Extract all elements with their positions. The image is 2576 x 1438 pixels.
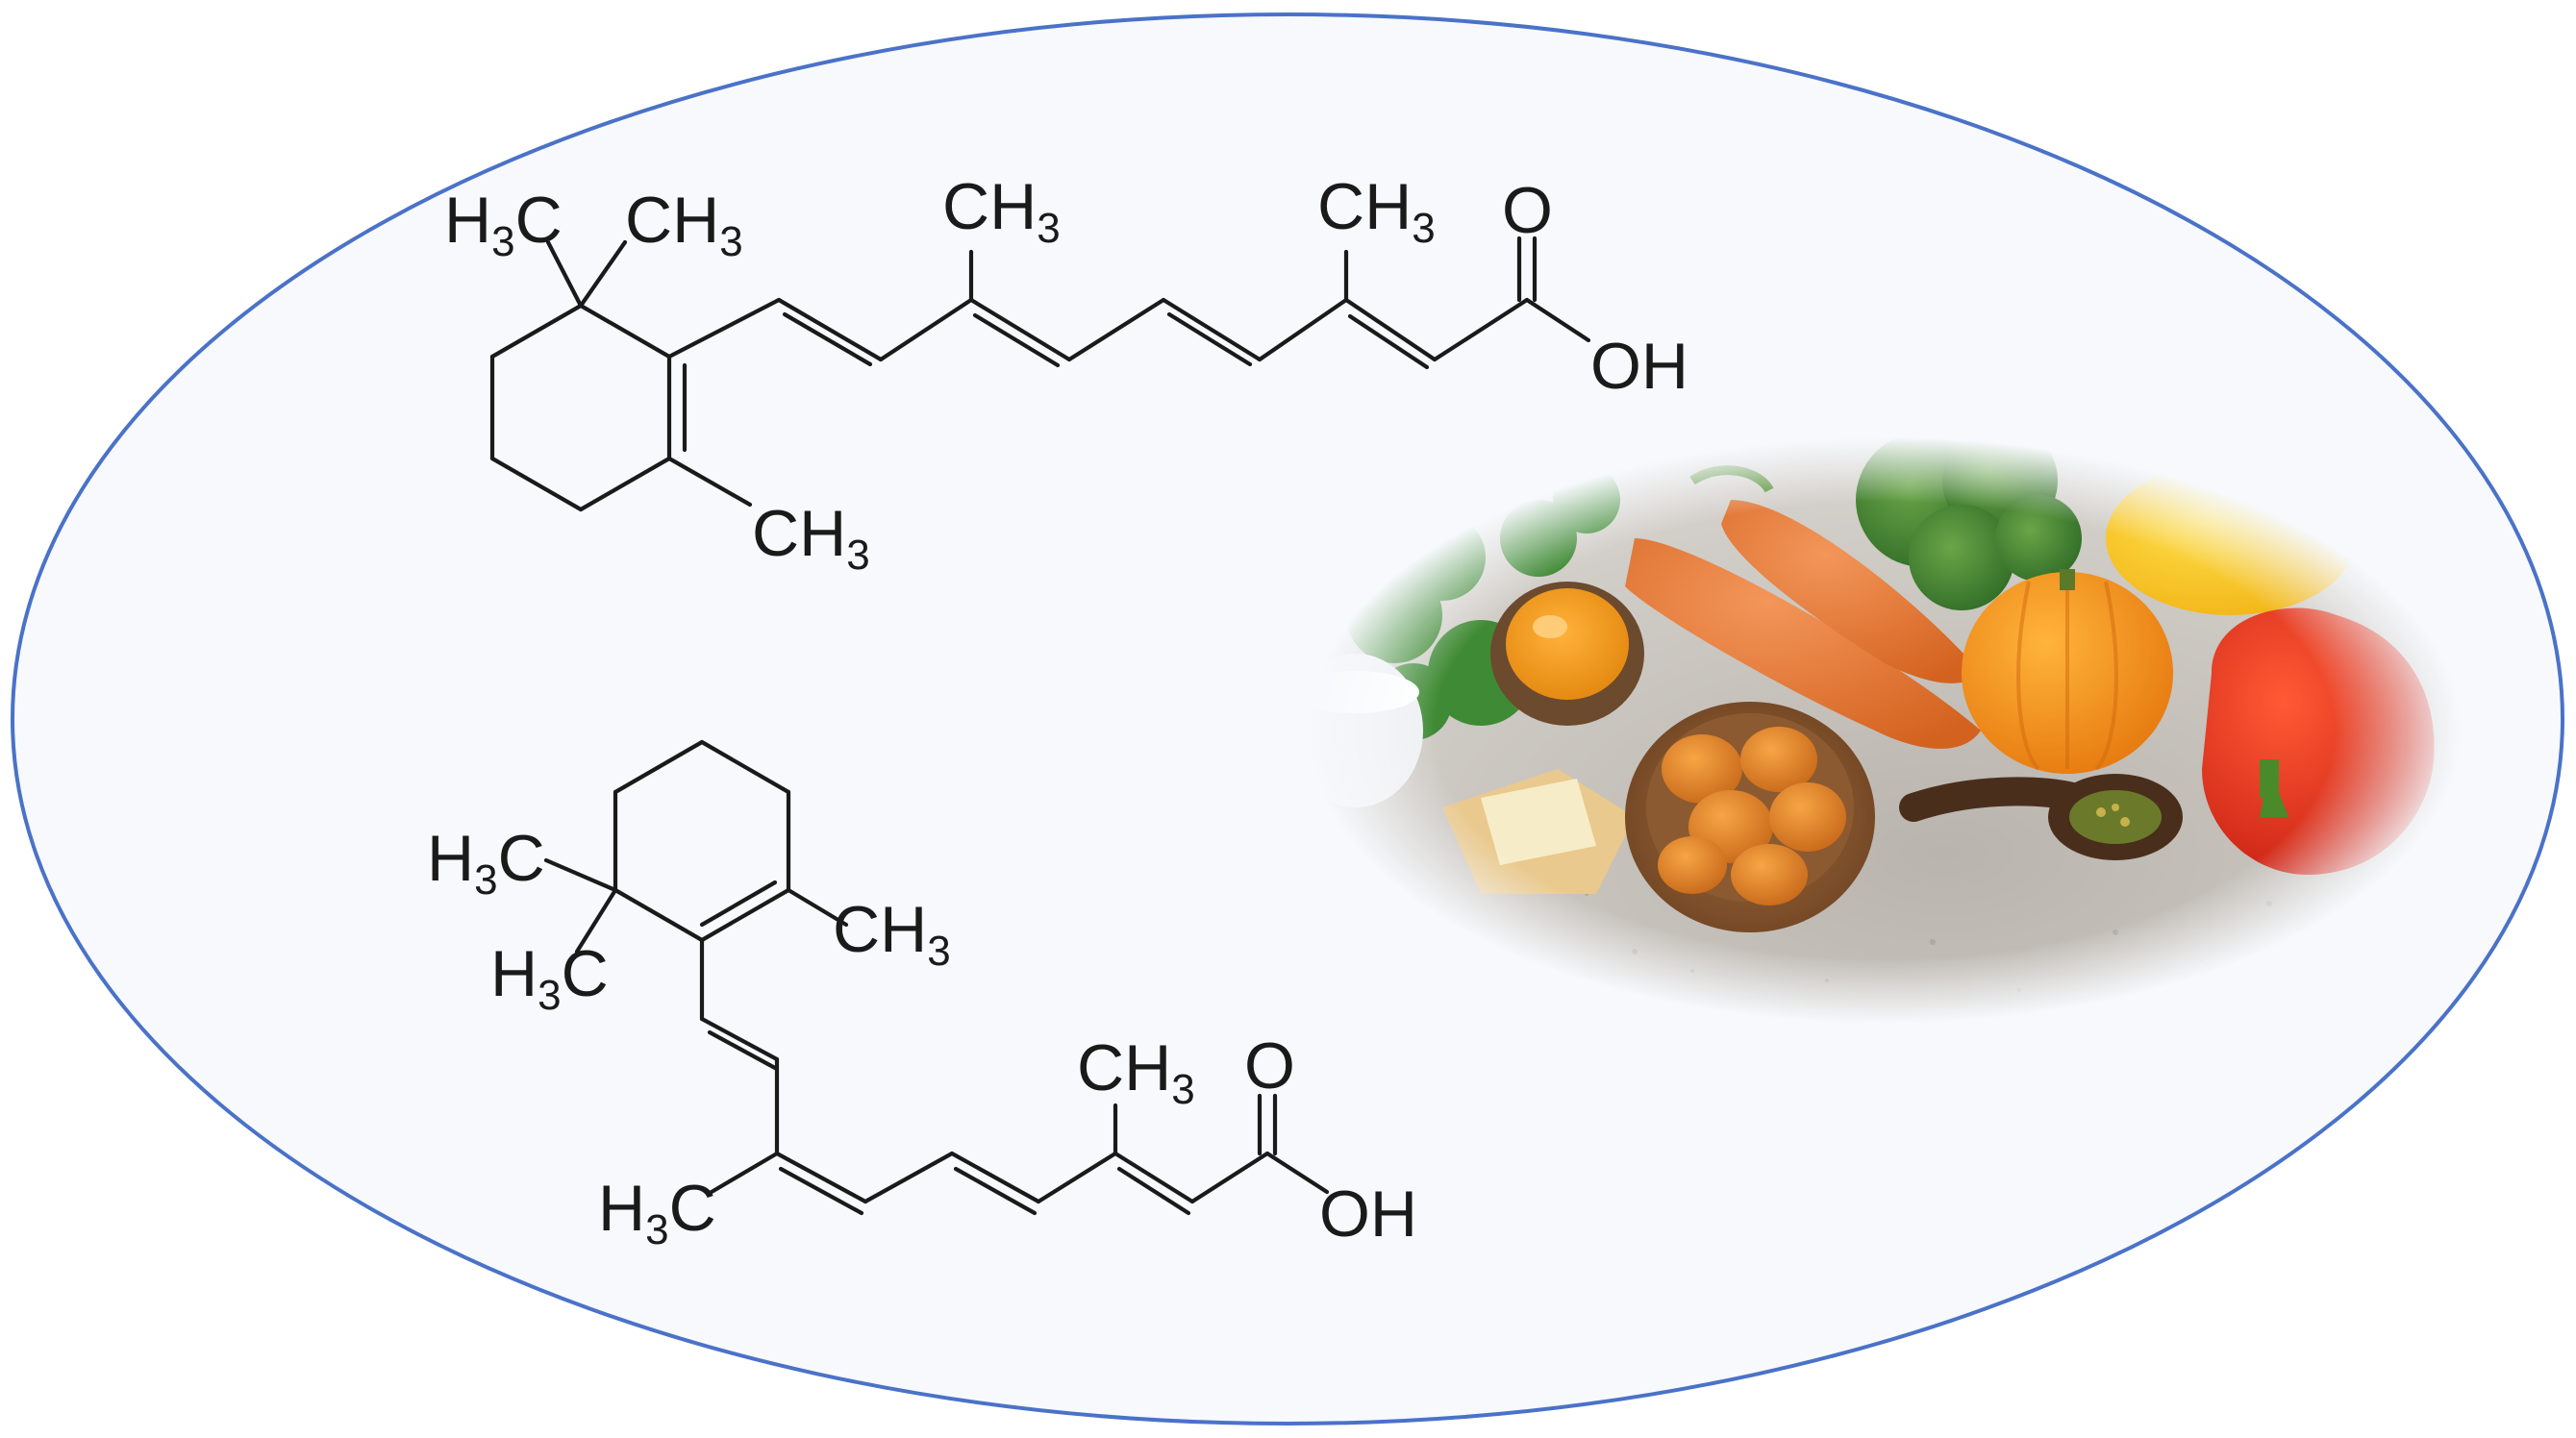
dried-apricot (1625, 702, 1875, 932)
broccoli (1856, 423, 2082, 610)
label-oh-bottom: OH (1319, 1178, 1417, 1251)
red-pepper (2202, 607, 2435, 875)
carrot (1625, 465, 1981, 749)
outer-oval (11, 12, 2564, 1426)
label-o-top: O (1502, 174, 1553, 247)
label-oh-top: OH (1590, 330, 1688, 403)
parsley (1346, 466, 1620, 740)
butter (1442, 769, 1635, 894)
orange-pumpkin (1962, 569, 2173, 774)
spice-spoon (1899, 774, 2183, 860)
food-image (1288, 423, 2481, 1038)
milk (1288, 654, 1423, 807)
egg-yolk (1490, 582, 1644, 726)
label-o-bottom: O (1244, 1029, 1295, 1103)
yellow-pepper (2106, 461, 2356, 615)
